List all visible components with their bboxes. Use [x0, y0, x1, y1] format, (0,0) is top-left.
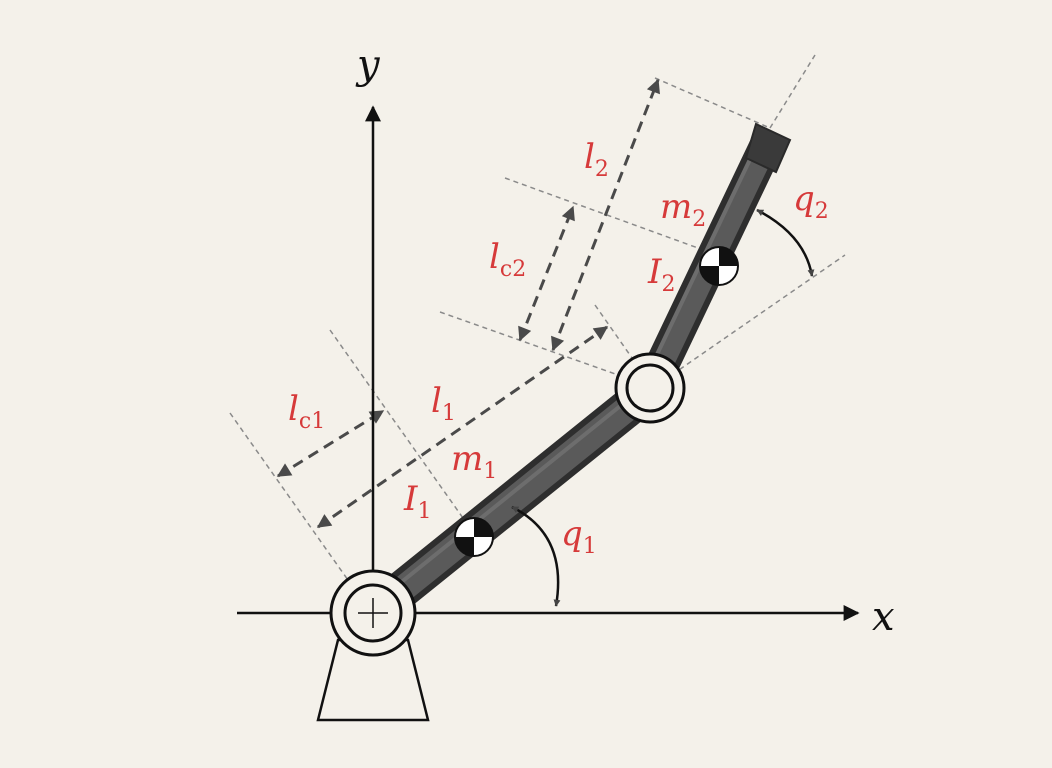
- dim-lc2-arrow: [518, 205, 575, 342]
- label-m1: m1: [451, 439, 497, 484]
- dim-l2-arrow: [551, 78, 660, 352]
- dim-l1-arrow: [316, 325, 609, 529]
- guide-link2-end-perp: [654, 77, 771, 129]
- y-axis-label: y: [355, 42, 381, 88]
- guide-link1-extension: [649, 254, 846, 391]
- dimension-arrows: [276, 78, 660, 529]
- q1-angle-arc: [511, 505, 561, 607]
- com-1-symbol: [454, 517, 494, 557]
- label-l1: l1: [431, 381, 456, 426]
- joint-1: [329, 569, 417, 657]
- label-q2: q2: [793, 179, 829, 224]
- label-l2: l2: [584, 137, 609, 182]
- label-lc2: lc2: [489, 237, 526, 282]
- guide-link1-base-perp: [229, 412, 356, 591]
- joint-2: [614, 352, 686, 424]
- label-I2: I2: [647, 252, 675, 297]
- link-1: [354, 371, 669, 632]
- dim-lc1-arrow: [276, 409, 385, 478]
- label-m2: m2: [660, 187, 706, 232]
- guide-com2-perp: [504, 177, 721, 257]
- com-2-symbol: [699, 246, 739, 286]
- q2-angle-arc: [756, 208, 815, 277]
- label-q1: q1: [561, 514, 597, 559]
- label-lc1: lc1: [288, 389, 325, 434]
- label-I1: I1: [403, 479, 431, 524]
- x-axis-label: x: [872, 594, 895, 640]
